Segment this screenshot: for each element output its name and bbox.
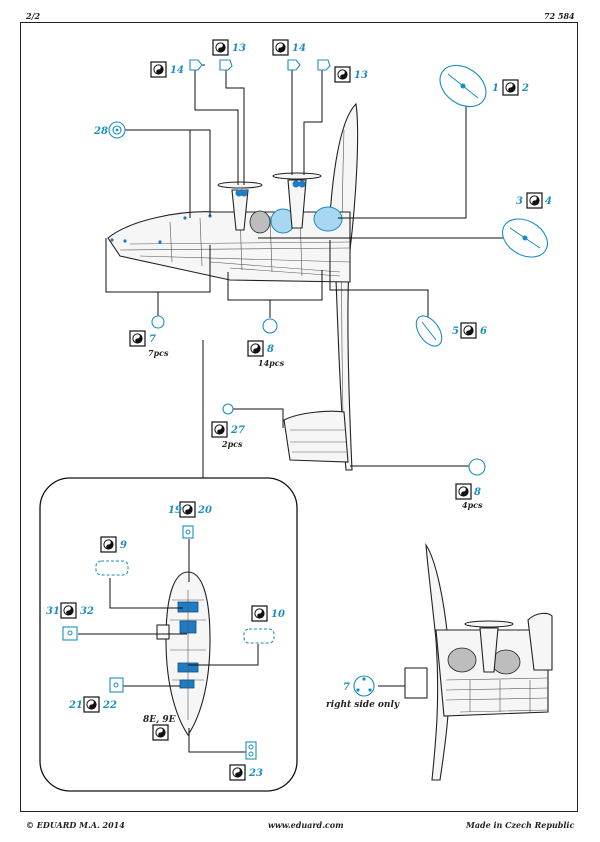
part-7 <box>151 315 165 329</box>
callouts-detail: 19 20 9 31 32 10 21 22 23 8E, 9E <box>46 505 285 779</box>
leader-lines-main <box>105 64 505 478</box>
right-side-view: 7 right side only <box>326 542 553 781</box>
part-21 <box>109 677 124 693</box>
part-9 <box>95 560 129 576</box>
wing-outline <box>107 211 351 283</box>
svg-text:4: 4 <box>545 196 552 207</box>
svg-text:8E, 9E: 8E, 9E <box>143 715 176 725</box>
svg-text:22: 22 <box>102 700 117 711</box>
svg-text:5: 5 <box>452 326 459 337</box>
svg-text:4pcs: 4pcs <box>462 500 483 510</box>
svg-text:right side only: right side only <box>326 700 400 710</box>
svg-text:6: 6 <box>480 326 487 337</box>
svg-text:31: 31 <box>46 606 60 617</box>
svg-text:14: 14 <box>292 43 306 54</box>
svg-text:23: 23 <box>248 768 263 779</box>
cockpit-top-view <box>156 571 211 736</box>
origin: Made in Czech Republic <box>466 820 575 830</box>
page-frame <box>20 22 578 812</box>
svg-text:9: 9 <box>120 540 127 551</box>
page-number: 2/2 <box>26 11 41 21</box>
svg-text:28: 28 <box>93 126 108 137</box>
svg-text:20: 20 <box>197 505 212 516</box>
svg-text:32: 32 <box>80 606 94 617</box>
svg-text:14: 14 <box>170 65 184 76</box>
callouts-main: 13 14 14 13 1 2 3 4 5 6 28 7 8 27 8 7pcs… <box>93 43 552 510</box>
svg-text:2pcs: 2pcs <box>221 439 243 449</box>
svg-text:8: 8 <box>267 344 274 355</box>
svg-text:8: 8 <box>474 487 481 498</box>
svg-text:13: 13 <box>354 70 368 81</box>
svg-text:7pcs: 7pcs <box>148 348 169 358</box>
part-19 <box>182 525 194 539</box>
svg-text:1: 1 <box>492 83 499 94</box>
svg-text:10: 10 <box>271 609 285 620</box>
svg-text:14pcs: 14pcs <box>258 358 285 368</box>
svg-text:21: 21 <box>68 700 83 711</box>
website: www.eduard.com <box>268 820 344 830</box>
part-13b <box>317 59 331 71</box>
part-14b <box>287 59 301 71</box>
part-8b <box>468 458 486 476</box>
copyright: © EDUARD M.A. 2014 <box>26 820 125 830</box>
svg-text:27: 27 <box>230 425 245 436</box>
part-10 <box>243 628 275 644</box>
part-sketches-main <box>108 59 549 476</box>
svg-text:7: 7 <box>149 334 156 345</box>
part-31 <box>62 626 78 641</box>
tail-section <box>283 410 349 463</box>
svg-text:7: 7 <box>343 682 350 693</box>
main-aircraft-view <box>107 102 359 471</box>
part-sketches-detail <box>62 525 275 760</box>
part-13a <box>219 59 233 71</box>
leader-lines-detail <box>78 539 259 753</box>
part-14a <box>189 59 203 71</box>
catalog-number: 72 584 <box>544 11 575 21</box>
svg-text:13: 13 <box>232 43 246 54</box>
svg-text:19: 19 <box>168 505 182 516</box>
svg-text:3: 3 <box>516 196 523 207</box>
part-23 <box>245 741 257 760</box>
part-8a <box>262 318 278 334</box>
part-27 <box>222 403 234 415</box>
svg-text:2: 2 <box>521 83 529 94</box>
right-engine-pylon <box>287 179 307 229</box>
